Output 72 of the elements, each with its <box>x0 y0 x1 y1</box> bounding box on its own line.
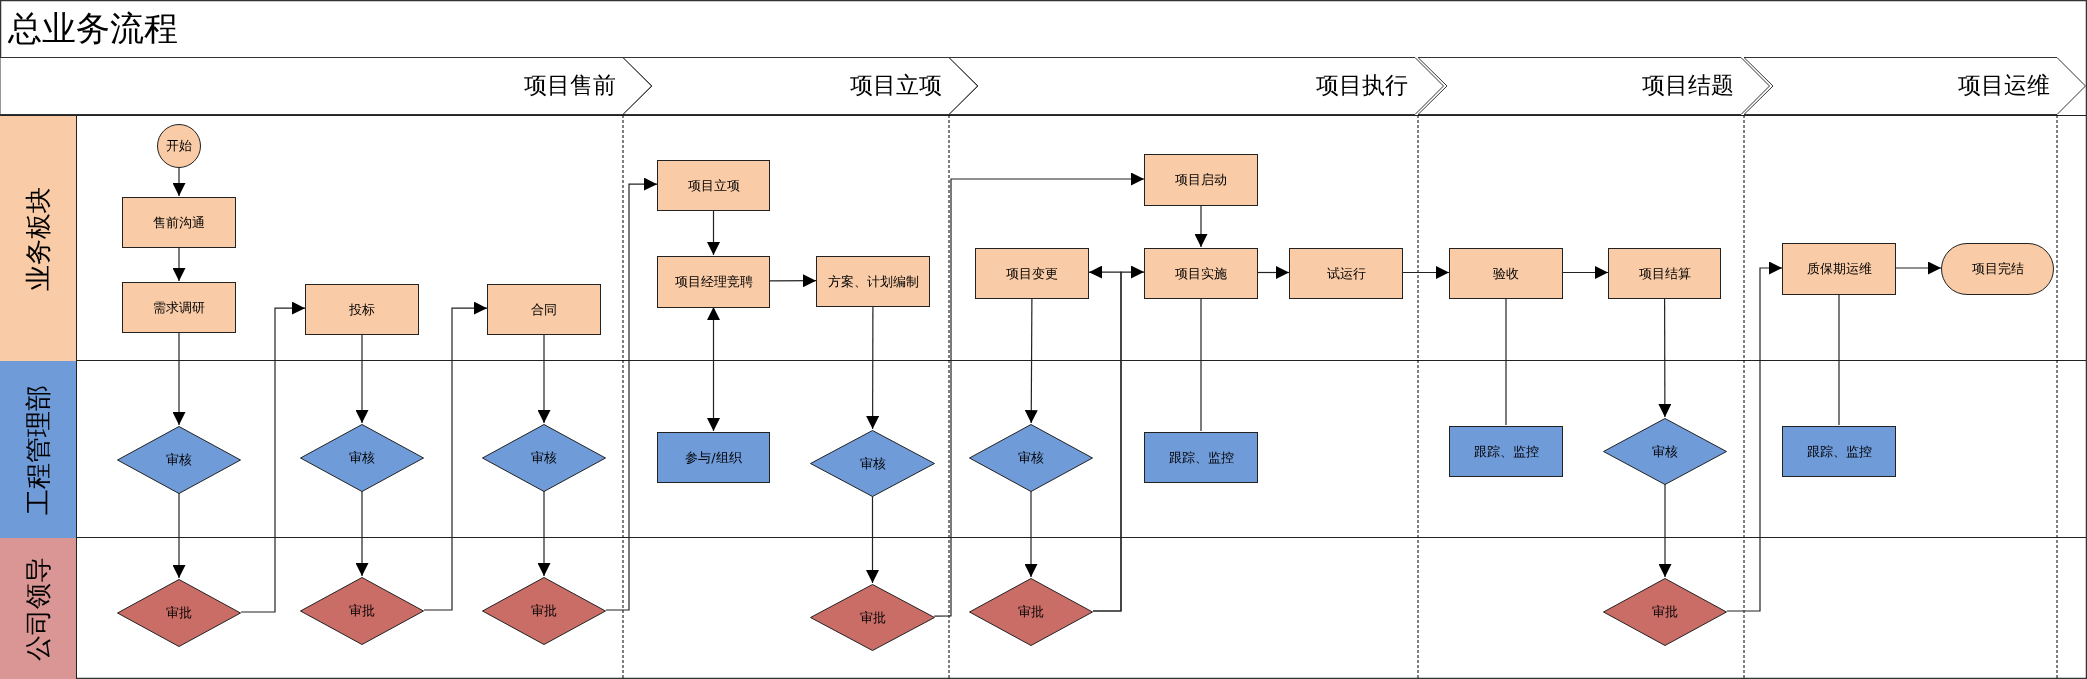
arrow <box>1024 297 1038 424</box>
arrow <box>1194 204 1208 248</box>
process-box: 项目实施 <box>1144 248 1258 299</box>
process-box: 验收 <box>1449 248 1563 299</box>
decision-label: 审核 <box>165 451 193 469</box>
arrow <box>1257 266 1290 279</box>
process-box: 试运行 <box>1289 248 1403 299</box>
process-box: 投标 <box>305 284 419 335</box>
process-box: 跟踪、监控 <box>1449 426 1563 477</box>
arrow <box>769 274 817 288</box>
process-box: 项目立项 <box>657 160 770 211</box>
arrow <box>172 492 186 579</box>
arrow <box>423 301 488 611</box>
lane-title: 业务板块 <box>23 186 53 291</box>
process-box: 质保期运维 <box>1782 243 1896 295</box>
phase-title: 项目执行 <box>1316 71 1408 100</box>
decision-label: 审批 <box>165 604 193 622</box>
decision-label: 审批 <box>1017 603 1045 621</box>
arrow <box>707 306 720 432</box>
process-box: 方案、计划编制 <box>816 256 930 307</box>
process-box: 项目经理竞聘 <box>657 256 770 308</box>
arrow <box>605 177 658 611</box>
decision-label: 审批 <box>1651 603 1679 621</box>
arrow <box>1895 261 1942 275</box>
decision-label: 审批 <box>858 608 887 627</box>
connector-line <box>1200 297 1202 432</box>
phase-title: 项目结题 <box>1642 71 1734 100</box>
arrow <box>537 490 551 577</box>
arrow <box>355 490 369 577</box>
phase-title: 项目立项 <box>850 71 942 100</box>
lane-title: 公司领导 <box>23 557 53 661</box>
start-circle: 开始 <box>157 124 201 168</box>
process-box: 合同 <box>487 284 601 335</box>
arrow <box>866 305 880 430</box>
decision-label: 审核 <box>1017 449 1045 467</box>
arrow <box>172 331 186 426</box>
title: 总业务流程 <box>8 7 178 50</box>
arrow <box>172 166 186 197</box>
process-box: 需求调研 <box>122 282 236 333</box>
process-box: 项目启动 <box>1144 154 1258 206</box>
lane-title: 工程管理部 <box>23 384 53 515</box>
arrow <box>1562 266 1609 279</box>
arrow <box>1402 266 1450 279</box>
decision-label: 审核 <box>530 449 558 467</box>
arrow <box>866 495 879 584</box>
process-box: 项目结算 <box>1608 248 1721 299</box>
process-box: 跟踪、监控 <box>1144 432 1258 483</box>
arrow <box>1092 265 1145 612</box>
arrow <box>1024 490 1038 578</box>
arrow <box>1726 261 1783 612</box>
arrow <box>1658 297 1672 418</box>
decision-label: 审批 <box>348 602 376 620</box>
arrow <box>172 246 186 282</box>
arrow <box>1658 483 1672 578</box>
arrow <box>537 333 551 424</box>
process-box: 项目变更 <box>975 248 1089 299</box>
process-box: 跟踪、监控 <box>1782 426 1896 477</box>
arrow <box>355 333 369 424</box>
decision-label: 审核 <box>348 449 376 467</box>
end-terminal: 项目完结 <box>1941 243 2054 295</box>
arrow <box>933 172 1145 617</box>
decision-label: 审核 <box>858 454 887 473</box>
process-box: 参与/组织 <box>657 432 770 483</box>
phase-title: 项目售前 <box>524 71 616 100</box>
phase-title: 项目运维 <box>1958 71 2050 100</box>
decision-label: 审核 <box>1651 442 1679 461</box>
arrow <box>240 301 306 613</box>
decision-label: 审批 <box>530 602 558 620</box>
arrow <box>707 209 720 256</box>
connector-line <box>1505 297 1507 426</box>
connector-line <box>1838 293 1840 426</box>
process-box: 售前沟通 <box>122 197 236 248</box>
